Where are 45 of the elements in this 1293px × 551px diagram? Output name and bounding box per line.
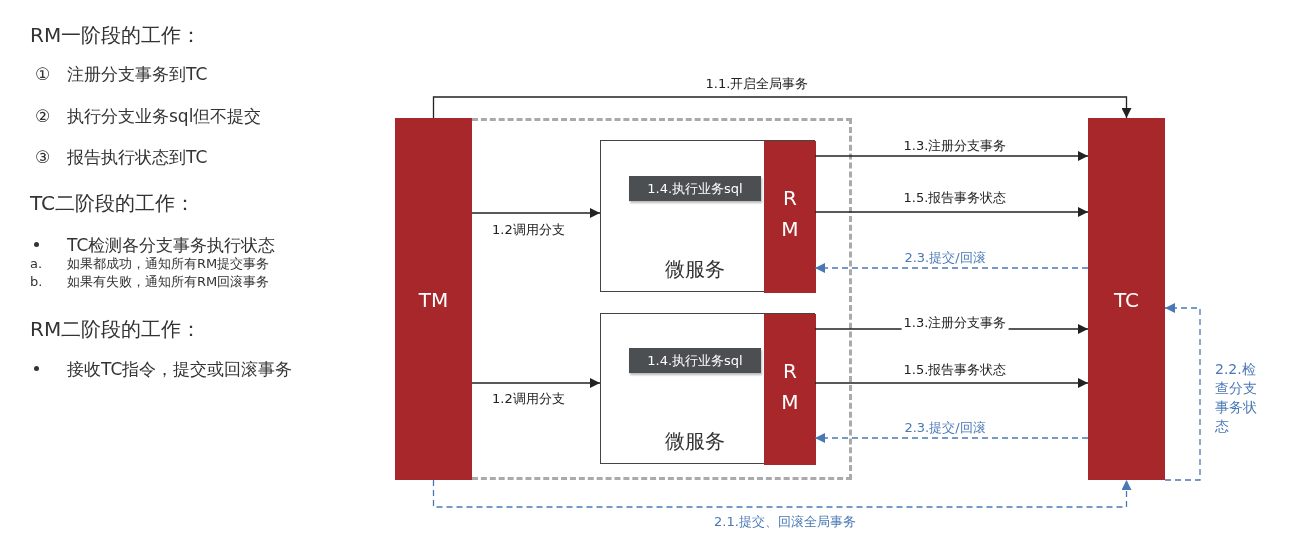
list-item: 如果有失败，通知所有RM回滚事务 <box>67 274 270 290</box>
heading: RM一阶段的工作： <box>30 23 202 47</box>
tc-bar: TC <box>1088 118 1165 480</box>
list-number: ① <box>35 64 51 85</box>
edge-label: 1.2调用分支 <box>490 222 567 238</box>
list-item: 报告执行状态到TC <box>67 147 208 168</box>
arrow <box>814 263 1089 273</box>
edge-label: 2.3.提交/回滚 <box>902 420 988 436</box>
list-item: 执行分支业务sql但不提交 <box>67 106 262 127</box>
edge-label: 2.3.提交/回滚 <box>902 250 988 266</box>
edge-label: 1.5.报告事务状态 <box>901 190 1009 206</box>
list-letter: a. <box>30 256 43 272</box>
arrow <box>1164 303 1201 481</box>
arrow <box>814 433 1089 443</box>
rm-bar: R M <box>764 141 816 293</box>
list-number: ② <box>35 106 51 127</box>
list-letter: b. <box>30 274 43 290</box>
arrow <box>814 151 1089 161</box>
arrow <box>471 378 601 388</box>
arrow <box>814 207 1089 217</box>
list-item: 如果都成功，通知所有RM提交事务 <box>67 256 270 272</box>
service-box: 微服务 R M 1.4.执行业务sql <box>600 313 815 464</box>
rm-bar: R M <box>764 314 816 465</box>
list-item: 接收TC指令，提交或回滚事务 <box>67 359 293 380</box>
edge-label: 1.3.注册分支事务 <box>901 138 1009 154</box>
edge-label: 1.5.报告事务状态 <box>901 362 1009 378</box>
arrow <box>814 324 1089 334</box>
edge-label: 2.1.提交、回滚全局事务 <box>712 514 858 530</box>
arrow <box>432 96 1132 119</box>
arrow <box>814 378 1089 388</box>
edge-label: 1.1.开启全局事务 <box>703 76 811 92</box>
service-box: 微服务 R M 1.4.执行业务sql <box>600 140 815 292</box>
arrow <box>432 479 1132 508</box>
list-number: ③ <box>35 147 51 168</box>
heading: TC二阶段的工作： <box>30 191 195 215</box>
sql-box: 1.4.执行业务sql <box>629 176 761 201</box>
heading: RM二阶段的工作： <box>30 317 202 341</box>
edge-label: 1.2调用分支 <box>490 391 567 407</box>
arrow <box>471 208 601 218</box>
list-item: TC检测各分支事务执行状态 <box>67 235 276 256</box>
sql-box: 1.4.执行业务sql <box>629 348 761 373</box>
list-item: 注册分支事务到TC <box>67 64 208 85</box>
tm-bar: TM <box>395 118 472 480</box>
edge-label: 1.3.注册分支事务 <box>901 315 1009 331</box>
dashed-group-box <box>472 118 852 480</box>
